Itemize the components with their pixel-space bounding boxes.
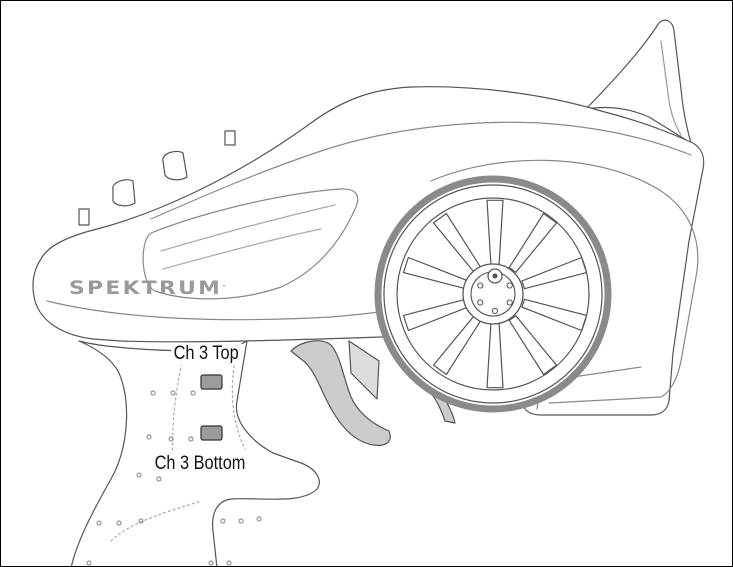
steering-wheel bbox=[374, 175, 612, 413]
wheel-spoke bbox=[521, 298, 588, 332]
hub-bolt bbox=[506, 299, 513, 306]
antenna-fin bbox=[585, 19, 692, 144]
hub-bolt bbox=[506, 282, 513, 289]
hub-bolt bbox=[491, 307, 499, 315]
ch3-top-label: Ch 3 Top bbox=[171, 343, 242, 365]
hub-bolt bbox=[477, 299, 484, 306]
ch3-bottom-label: Ch 3 Bottom bbox=[152, 453, 248, 475]
hub-bolt bbox=[477, 282, 484, 289]
wheel-spoke bbox=[508, 314, 558, 376]
wheel-spoke bbox=[508, 212, 558, 274]
wheel-spoke bbox=[521, 256, 588, 290]
ch3-top-button bbox=[200, 374, 223, 390]
brand-logo: SPEKTRUM. bbox=[69, 277, 226, 299]
throttle-trigger bbox=[290, 340, 391, 446]
ch3-bottom-button bbox=[200, 425, 223, 441]
